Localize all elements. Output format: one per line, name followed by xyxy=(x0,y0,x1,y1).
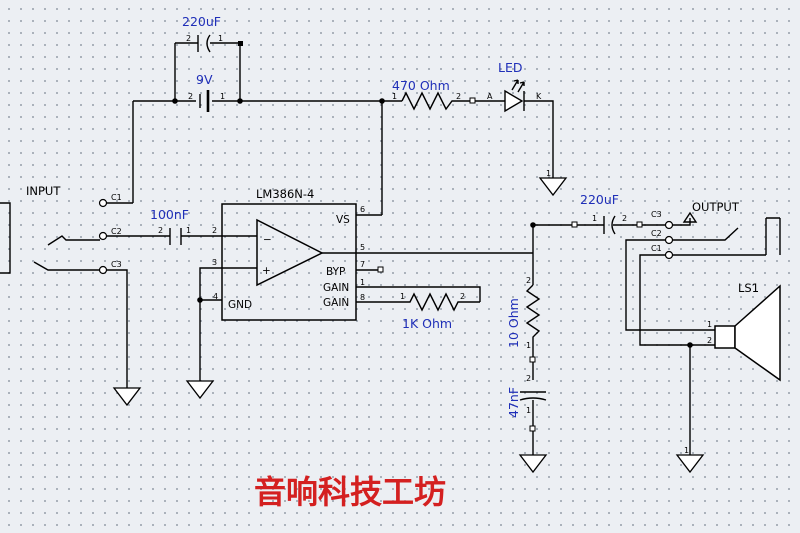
pin-label: C2 xyxy=(111,227,122,236)
pin-label: C1 xyxy=(651,244,662,253)
pin-label: C2 xyxy=(651,229,662,238)
pin-label: 2 xyxy=(622,214,627,223)
ic-minus-label: − xyxy=(263,234,272,246)
supply-section: 220uF 9V 2 1 2 1 xyxy=(132,14,402,215)
pin-label: C3 xyxy=(111,260,122,269)
resistor-10-value: 10 Ohm xyxy=(506,298,521,348)
pin-label: 8 xyxy=(360,293,365,302)
led-diode xyxy=(504,79,525,113)
capacitor-100nf: 100nF 2 1 xyxy=(106,207,222,245)
led-label: LED xyxy=(498,60,523,75)
resistor-470-value: 470 Ohm xyxy=(392,78,450,93)
pin-label: 2 xyxy=(188,92,193,101)
pin-label: 2 xyxy=(460,292,465,301)
output-jack: OUTPUT C3 C2 C1 xyxy=(651,200,781,260)
output-label: OUTPUT xyxy=(692,200,740,214)
watermark-text: 音响科技工坊 xyxy=(254,473,446,511)
cap-top-value: 220uF xyxy=(182,14,221,29)
pin-label: 1 xyxy=(400,292,405,301)
pin-label: 1 xyxy=(218,34,223,43)
capacitor-220uf-top xyxy=(197,34,211,53)
pin-label: 1 xyxy=(707,320,712,329)
ground-symbol xyxy=(518,454,548,474)
pin-label: 1 xyxy=(392,92,397,101)
cap-output-value: 220uF xyxy=(580,192,619,207)
pin-label: 4 xyxy=(213,292,218,301)
pin-label: 3 xyxy=(212,258,217,267)
ic-part-label: LM386N-4 xyxy=(256,187,314,201)
ic-wiring: 1K Ohm 1 2 xyxy=(185,214,481,400)
pin-label: 1 xyxy=(220,92,225,101)
pin-label: 1 xyxy=(546,169,551,178)
pin-label: 1 xyxy=(684,446,689,455)
cap-input-value: 100nF xyxy=(150,207,189,222)
battery-9v xyxy=(199,90,210,112)
ground-symbol xyxy=(112,387,142,407)
pin-label: 1 xyxy=(526,406,531,415)
pin-label: 1 xyxy=(592,214,597,223)
speaker-ls1: LS1 1 2 xyxy=(707,281,781,382)
input-jack: INPUT C1 C2 C3 xyxy=(0,184,142,407)
battery-value: 9V xyxy=(196,72,213,87)
pin-label: C3 xyxy=(651,210,662,219)
pin-label: 2 xyxy=(526,276,531,285)
resistor-1k-value: 1K Ohm xyxy=(402,316,452,331)
speaker-label: LS1 xyxy=(738,281,759,295)
pin-label: 2 xyxy=(158,226,163,235)
lm386-ic: LM386N-4 VS BYP GAIN GAIN GND − + 2 3 4 … xyxy=(212,187,365,321)
ic-vs-label: VS xyxy=(336,214,350,226)
led-indicator-section: 470 Ohm LED A K 1 2 1 xyxy=(392,60,568,197)
pin-label: 7 xyxy=(360,260,365,269)
input-label: INPUT xyxy=(26,184,61,198)
ic-gain1-label: GAIN xyxy=(323,282,349,294)
led-cathode-label: K xyxy=(536,92,542,101)
pin-label: 2 xyxy=(212,226,217,235)
pin-label: 2 xyxy=(707,336,712,345)
pin-label: 2 xyxy=(186,34,191,43)
pin-label: 5 xyxy=(360,243,365,252)
pin-label: 1 xyxy=(186,226,191,235)
ic-gnd-label: GND xyxy=(228,299,252,311)
pin-label: 1 xyxy=(526,341,531,350)
pin-label: 1 xyxy=(360,278,365,287)
ic-plus-label: + xyxy=(262,265,271,277)
pin-label: 2 xyxy=(526,374,531,383)
ground-symbol xyxy=(675,454,705,474)
pin-label: C1 xyxy=(111,193,122,202)
cap-47nf-value: 47nF xyxy=(506,387,521,418)
pin-label: 2 xyxy=(456,92,461,101)
ground-symbol xyxy=(538,177,568,197)
led-anode-label: A xyxy=(487,92,493,101)
ic-byp-label: BYP xyxy=(326,266,345,278)
output-section: 220uF 1 2 10 Ohm 47nF 2 1 2 1 OUTPUT C3 … xyxy=(356,192,781,474)
pin-label: 6 xyxy=(360,205,365,214)
ic-gain2-label: GAIN xyxy=(323,297,349,309)
ground-symbol xyxy=(185,380,215,400)
